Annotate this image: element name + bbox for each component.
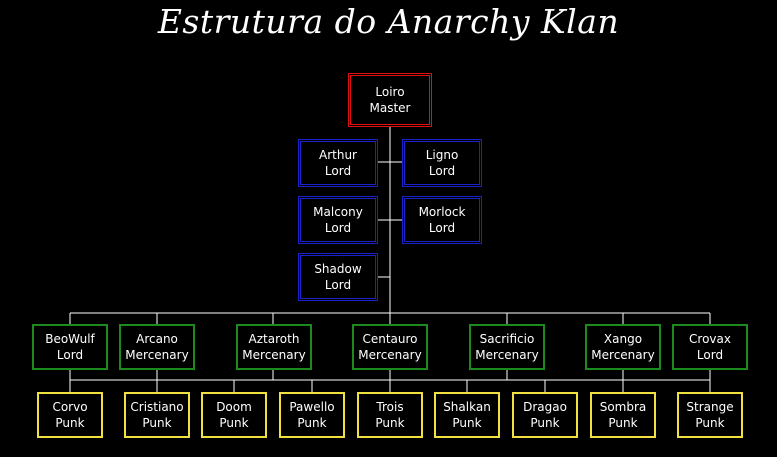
node-name: Sacrificio <box>479 332 535 346</box>
node-lord-4: Morlock Lord <box>402 196 482 244</box>
node-rank: Mercenary <box>242 348 306 362</box>
node-rank: Lord <box>696 348 724 362</box>
node-rank: Lord <box>324 278 352 292</box>
node-punk-7: Dragao Punk <box>512 392 578 438</box>
node-rank: Punk <box>608 416 638 430</box>
node-rank: Punk <box>55 416 85 430</box>
node-punk-3: Doom Punk <box>201 392 267 438</box>
node-rank: Master <box>369 101 411 115</box>
node-member-4: Centauro Mercenary <box>352 324 428 370</box>
node-name: Dragao <box>523 400 567 414</box>
node-member-3: Aztaroth Mercenary <box>236 324 312 370</box>
node-rank: Lord <box>56 348 84 362</box>
node-name: Morlock <box>418 205 466 219</box>
node-member-1: BeoWulf Lord <box>32 324 108 370</box>
node-rank: Mercenary <box>125 348 189 362</box>
node-punk-2: Cristiano Punk <box>124 392 190 438</box>
node-name: Aztaroth <box>248 332 300 346</box>
node-name: Loiro <box>375 85 405 99</box>
node-punk-4: Pawello Punk <box>279 392 345 438</box>
node-name: Corvo <box>52 400 88 414</box>
node-rank: Punk <box>695 416 725 430</box>
node-punk-6: Shalkan Punk <box>434 392 500 438</box>
node-member-7: Crovax Lord <box>672 324 748 370</box>
node-rank: Punk <box>142 416 172 430</box>
node-rank: Punk <box>530 416 560 430</box>
node-name: Arthur <box>319 148 357 162</box>
node-rank: Lord <box>428 221 456 235</box>
node-member-5: Sacrificio Mercenary <box>469 324 545 370</box>
node-rank: Punk <box>297 416 327 430</box>
node-name: BeoWulf <box>45 332 95 346</box>
node-punk-8: Sombra Punk <box>590 392 656 438</box>
node-name: Doom <box>216 400 252 414</box>
node-rank: Mercenary <box>591 348 655 362</box>
node-name: Ligno <box>425 148 459 162</box>
node-lord-2: Ligno Lord <box>402 139 482 187</box>
node-punk-1: Corvo Punk <box>37 392 103 438</box>
node-name: Trois <box>376 400 404 414</box>
node-rank: Lord <box>428 164 456 178</box>
node-name: Strange <box>686 400 734 414</box>
diagram-title: Estrutura do Anarchy Klan <box>157 2 620 41</box>
node-rank: Punk <box>219 416 249 430</box>
node-rank: Punk <box>375 416 405 430</box>
node-name: Arcano <box>136 332 178 346</box>
node-member-6: Xango Mercenary <box>585 324 661 370</box>
node-rank: Lord <box>324 221 352 235</box>
node-lord-3: Malcony Lord <box>298 196 378 244</box>
node-name: Shadow <box>314 262 362 276</box>
node-lord-5: Shadow Lord <box>298 253 378 301</box>
node-name: Shalkan <box>443 400 491 414</box>
node-name: Crovax <box>689 332 731 346</box>
node-lord-1: Arthur Lord <box>298 139 378 187</box>
node-name: Cristiano <box>130 400 184 414</box>
node-rank: Lord <box>324 164 352 178</box>
node-rank: Mercenary <box>475 348 539 362</box>
node-name: Pawello <box>289 400 335 414</box>
node-rank: Mercenary <box>358 348 422 362</box>
node-punk-5: Trois Punk <box>357 392 423 438</box>
node-master: Loiro Master <box>348 73 432 127</box>
node-rank: Punk <box>452 416 482 430</box>
node-name: Xango <box>603 332 643 346</box>
node-name: Malcony <box>313 205 363 219</box>
node-name: Sombra <box>599 400 647 414</box>
node-member-2: Arcano Mercenary <box>119 324 195 370</box>
node-name: Centauro <box>362 332 418 346</box>
node-punk-9: Strange Punk <box>677 392 743 438</box>
